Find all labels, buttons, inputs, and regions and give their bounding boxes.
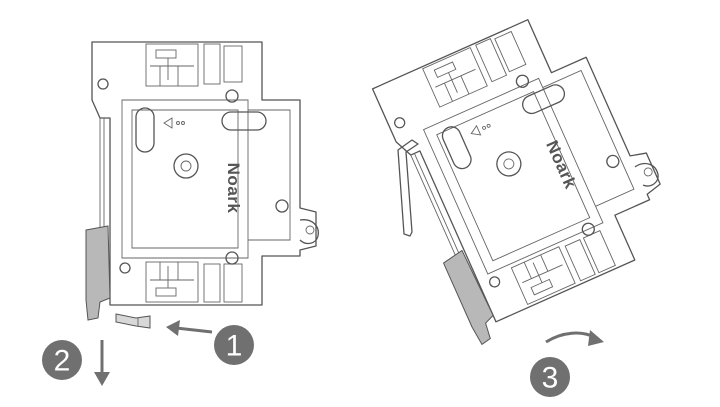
din-clip-left [85,225,111,321]
step-2-number: 2 [54,345,71,378]
arrow-down-icon [94,340,110,386]
breaker-right: Noark [371,19,661,346]
curved-arrow-right-icon [545,330,604,346]
step-3-number: 3 [542,362,559,395]
step-2-badge: 2 [42,340,82,380]
breaker-left: Noark [85,41,319,321]
step-1-number: 1 [226,330,243,363]
arrow-left-icon [166,320,213,336]
din-rail [397,139,419,237]
step-1-badge: 1 [214,325,254,365]
din-clip-right [442,249,494,346]
screwdriver-tool [115,313,151,329]
step-3-badge: 3 [530,357,570,397]
brand-label: Noark [224,163,243,214]
brand-label-right: Noark [542,138,580,192]
